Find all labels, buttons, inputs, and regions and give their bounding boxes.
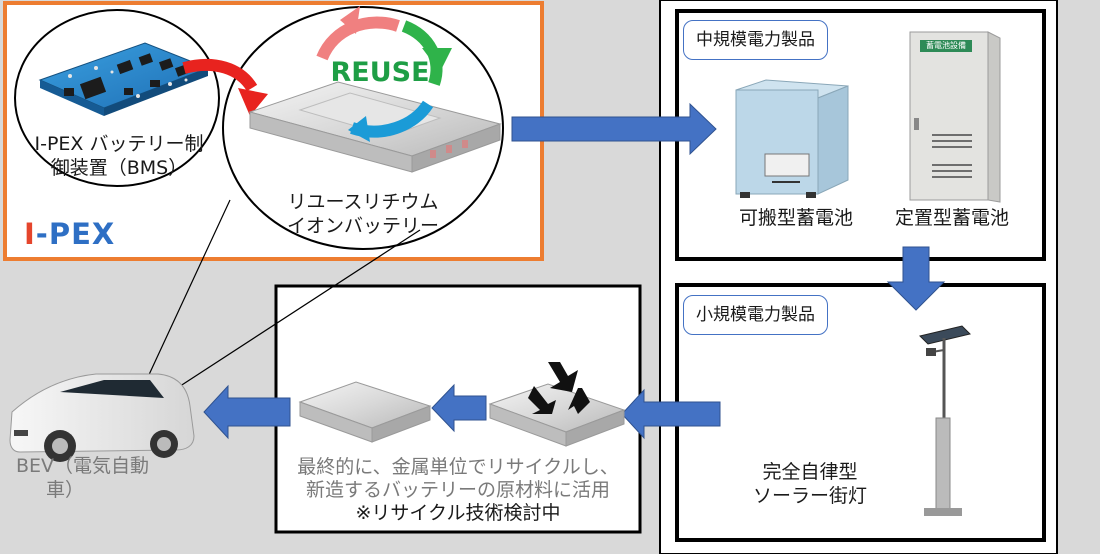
mid-power-title: 中規模電力製品: [683, 20, 828, 60]
bms-board-image: [38, 42, 210, 116]
arrow-down-to-small: [886, 246, 946, 311]
bev-car-image: [9, 373, 195, 462]
arrow-to-recycle-battery: [621, 388, 721, 440]
bev-label: BEV（電気自動 車）: [16, 454, 186, 502]
stationary-panel-text: 蓄電池設備: [926, 41, 966, 50]
streetlight-label-line-1: 完全自律型: [762, 461, 858, 483]
reuse-battery-label: リユースリチウム イオンバッテリー: [268, 190, 458, 238]
recycle-text-line-3: ※リサイクル技術検討中: [355, 502, 561, 524]
solar-streetlight-image: [919, 325, 971, 516]
portable-battery-label: 可搬型蓄電池: [738, 207, 853, 229]
ipex-logo-text: I-PEX: [24, 217, 116, 251]
reuse-battery-label-line-2: イオンバッテリー: [286, 215, 439, 237]
portable-battery-image: [735, 79, 849, 198]
recycle-text-line-1: 最終的に、金属単位でリサイクルし、: [297, 456, 619, 478]
stationary-battery-label: 定置型蓄電池: [894, 207, 1009, 229]
ipex-logo-initial: I: [24, 217, 36, 251]
stationary-battery-image: [909, 31, 1001, 203]
reuse-cycle-arrows: [316, 6, 452, 142]
arrow-to-mid-power: [511, 102, 717, 156]
recycle-text-line-2: 新造するバッテリーの原材料に活用: [305, 479, 610, 501]
red-arrow: [182, 59, 268, 116]
streetlight-label-line-2: ソーラー街灯: [752, 485, 867, 507]
material-battery-image: [298, 381, 432, 443]
bms-label-line-1: I-PEX バッテリー制: [34, 133, 204, 155]
bms-label-line-2: 御装置（BMS）: [50, 157, 188, 179]
reuse-label: REUSE: [330, 57, 430, 88]
streetlight-label: 完全自律型 ソーラー街灯: [740, 460, 880, 508]
bev-label-line-1: BEV（電気自動: [16, 455, 150, 477]
recycle-battery-image: [488, 383, 626, 447]
bms-label: I-PEX バッテリー制 御装置（BMS）: [14, 132, 224, 180]
recycle-symbol: [528, 362, 590, 414]
ipex-logo: I-PEX: [24, 219, 115, 249]
recycle-text: 最終的に、金属単位でリサイクルし、 新造するバッテリーの原材料に活用 ※リサイク…: [280, 456, 636, 525]
arrow-to-bev: [203, 384, 291, 440]
arrow-to-material-battery: [431, 383, 487, 433]
small-power-title: 小規模電力製品: [683, 295, 828, 335]
reuse-battery-label-line-1: リユースリチウム: [287, 191, 439, 213]
bev-label-line-2: 車）: [46, 479, 85, 501]
